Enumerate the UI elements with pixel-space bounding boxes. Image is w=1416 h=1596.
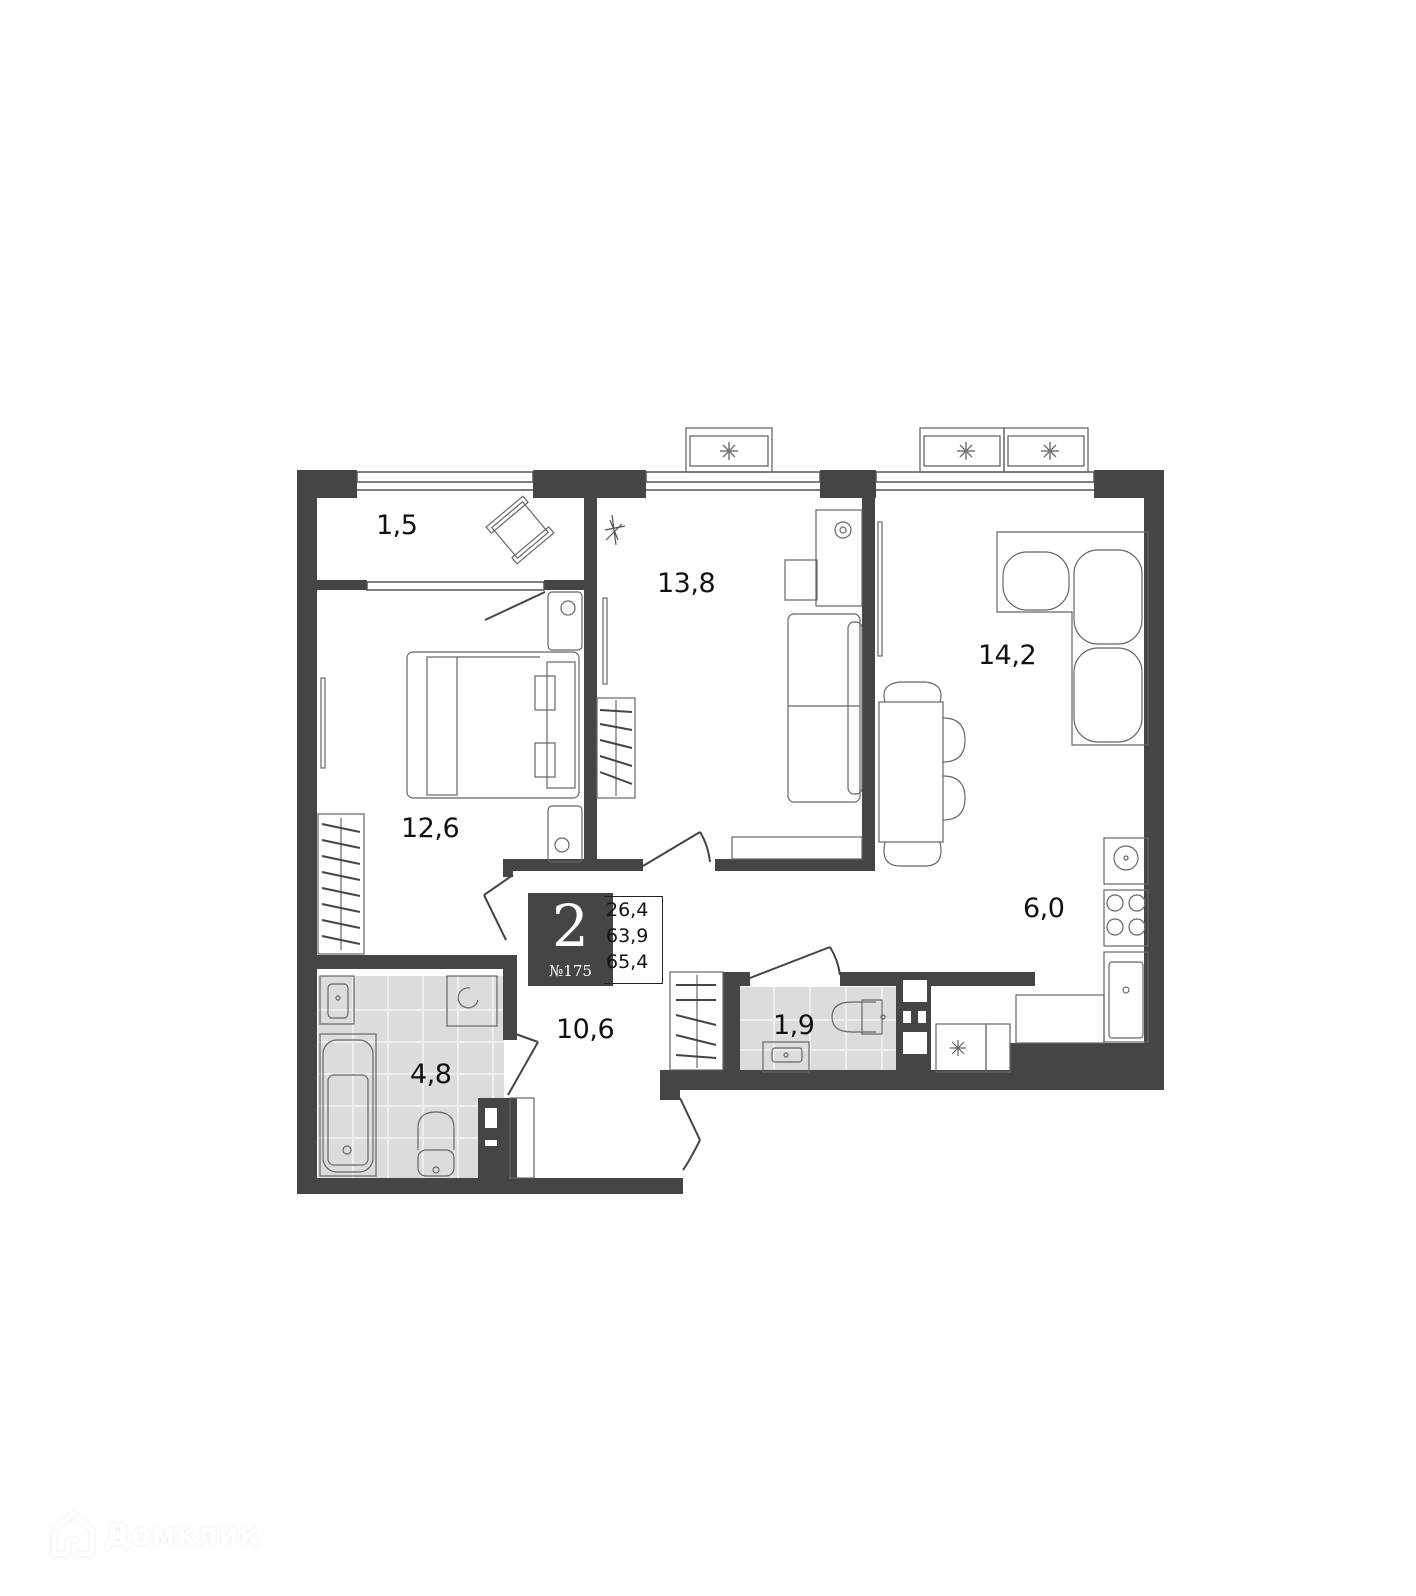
walls bbox=[297, 470, 1164, 1194]
room-area-hallway: 10,6 bbox=[556, 1014, 615, 1045]
area-summary: 26,4 63,9 65,4 bbox=[604, 896, 663, 984]
room-area-room: 13,8 bbox=[657, 568, 716, 599]
room-area-wc: 1,9 bbox=[773, 1010, 815, 1041]
ventilation-shaft bbox=[485, 980, 927, 1146]
room-count: 2 bbox=[552, 892, 589, 960]
windows bbox=[356, 471, 1095, 591]
doors bbox=[483, 591, 841, 1171]
corner-sofa-icon bbox=[996, 531, 1149, 746]
house-logo-icon bbox=[51, 1510, 95, 1557]
furniture bbox=[317, 495, 1149, 1179]
living-area: 26,4 bbox=[606, 899, 649, 921]
bathroom-tiles bbox=[318, 976, 504, 1178]
watermark-logo: Домклик bbox=[50, 1510, 260, 1560]
room-area-kitchen: 6,0 bbox=[1023, 893, 1065, 924]
room-area-bathroom: 4,8 bbox=[410, 1059, 452, 1090]
bed-icon bbox=[406, 651, 580, 799]
total-area: 63,9 bbox=[606, 925, 649, 947]
room-area-bedroom: 12,6 bbox=[401, 813, 460, 844]
ac-units bbox=[685, 427, 1089, 473]
room-area-balcony: 1,5 bbox=[376, 510, 418, 541]
watermark-text: Домклик bbox=[104, 1517, 260, 1553]
room-area-living: 14,2 bbox=[978, 640, 1037, 671]
armchair-icon bbox=[485, 495, 555, 565]
total-area-with-balcony: 65,4 bbox=[606, 951, 649, 973]
plant-icon bbox=[604, 514, 626, 546]
wc-tiles bbox=[740, 987, 896, 1073]
apartment-number: №175 bbox=[549, 962, 592, 980]
sofa-icon bbox=[787, 613, 863, 803]
wardrobe-icon bbox=[317, 697, 724, 1071]
room-count-badge: 2 №175 bbox=[528, 893, 613, 986]
